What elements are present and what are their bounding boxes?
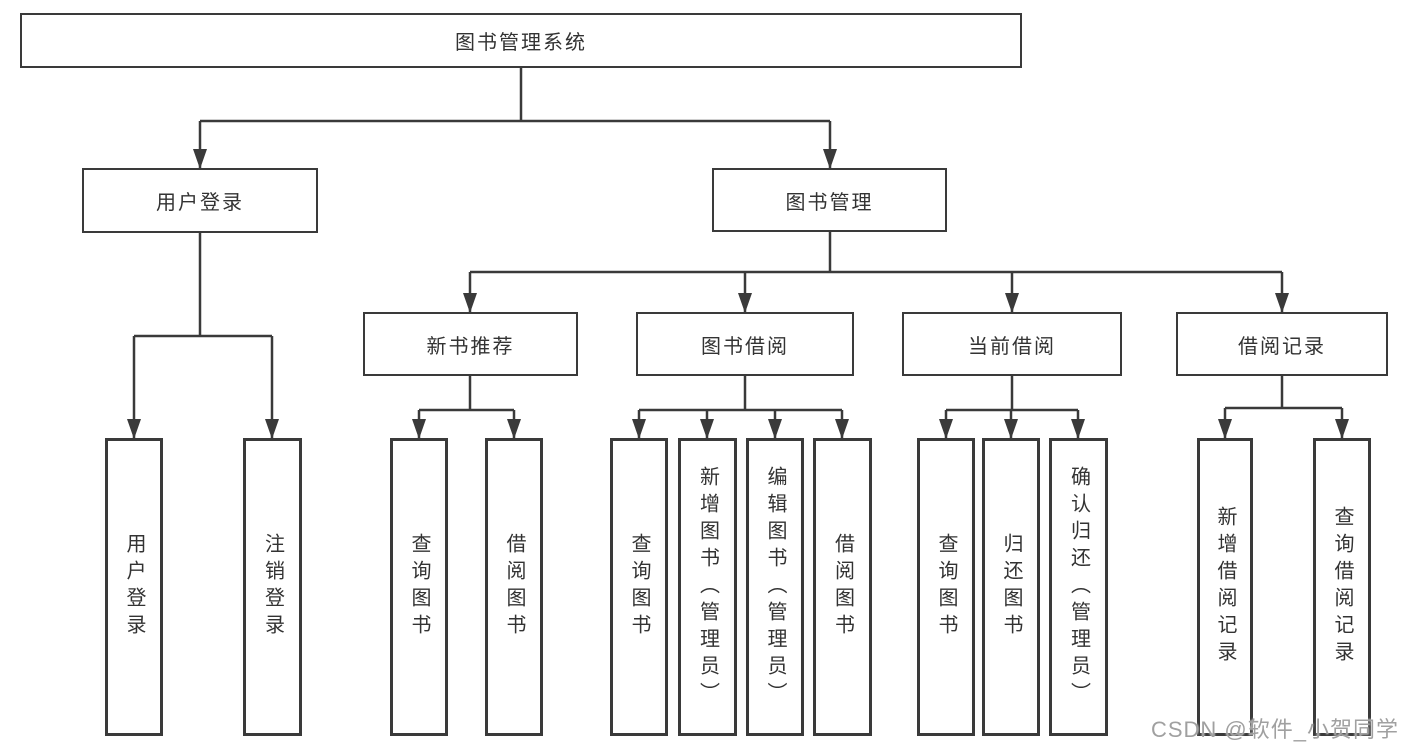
- node-book-management-label: 图书管理: [785, 191, 874, 214]
- leaf-edit-books-admin-label: 编辑图书（管理员）: [764, 465, 786, 709]
- node-borrow-records-label: 借阅记录: [1238, 335, 1326, 358]
- leaf-user-login-label: 用户登录: [123, 533, 145, 641]
- connector-arrows: [127, 121, 1349, 439]
- leaf-query-borrow-record-label: 查询借阅记录: [1331, 506, 1353, 668]
- leaf-add-books-admin: 新增图书（管理员）: [678, 438, 737, 736]
- leaf-query-books-recommend: 查询图书: [390, 438, 448, 736]
- leaf-logout: 注销登录: [243, 438, 302, 736]
- leaf-edit-books-admin: 编辑图书（管理员）: [746, 438, 804, 736]
- leaf-borrow-books-recommend: 借阅图书: [485, 438, 543, 736]
- leaf-query-books-current-label: 查询图书: [935, 533, 957, 641]
- node-user-login: 用户登录: [82, 168, 318, 233]
- leaf-return-books: 归还图书: [982, 438, 1040, 736]
- csdn-watermark: CSDN @软件_小贺同学: [1150, 717, 1399, 742]
- node-new-book-recommend: 新书推荐: [363, 312, 578, 376]
- leaf-add-borrow-record: 新增借阅记录: [1197, 438, 1253, 736]
- node-root-system: 图书管理系统: [20, 13, 1022, 68]
- node-borrow-records: 借阅记录: [1176, 312, 1388, 376]
- node-current-borrow: 当前借阅: [902, 312, 1122, 376]
- node-book-management: 图书管理: [712, 168, 947, 232]
- leaf-borrow-books: 借阅图书: [813, 438, 872, 736]
- node-user-login-label: 用户登录: [156, 192, 244, 214]
- leaf-query-books-current: 查询图书: [917, 438, 975, 736]
- leaf-confirm-return-admin-label: 确认归还（管理员）: [1067, 465, 1090, 709]
- leaf-add-books-admin-label: 新增图书（管理员）: [696, 465, 719, 709]
- node-root-system-label: 图书管理系统: [455, 32, 587, 54]
- leaf-return-books-label: 归还图书: [1000, 533, 1022, 641]
- leaf-query-borrow-record: 查询借阅记录: [1313, 438, 1371, 736]
- leaf-confirm-return-admin: 确认归还（管理员）: [1049, 438, 1108, 736]
- connector-segments: [134, 68, 1342, 412]
- leaf-logout-label: 注销登录: [261, 533, 284, 641]
- leaf-query-books-borrow: 查询图书: [610, 438, 668, 736]
- leaf-add-borrow-record-label: 新增借阅记录: [1214, 506, 1236, 668]
- leaf-borrow-books-recommend-label: 借阅图书: [503, 533, 525, 641]
- node-new-book-recommend-label: 新书推荐: [426, 335, 515, 358]
- leaf-query-books-recommend-label: 查询图书: [408, 533, 430, 641]
- leaf-user-login: 用户登录: [105, 438, 163, 736]
- leaf-borrow-books-label: 借阅图书: [831, 533, 854, 641]
- node-book-borrow-label: 图书借阅: [701, 335, 789, 358]
- leaf-query-books-borrow-label: 查询图书: [628, 533, 650, 641]
- node-book-borrow: 图书借阅: [636, 312, 854, 376]
- node-current-borrow-label: 当前借阅: [968, 335, 1056, 358]
